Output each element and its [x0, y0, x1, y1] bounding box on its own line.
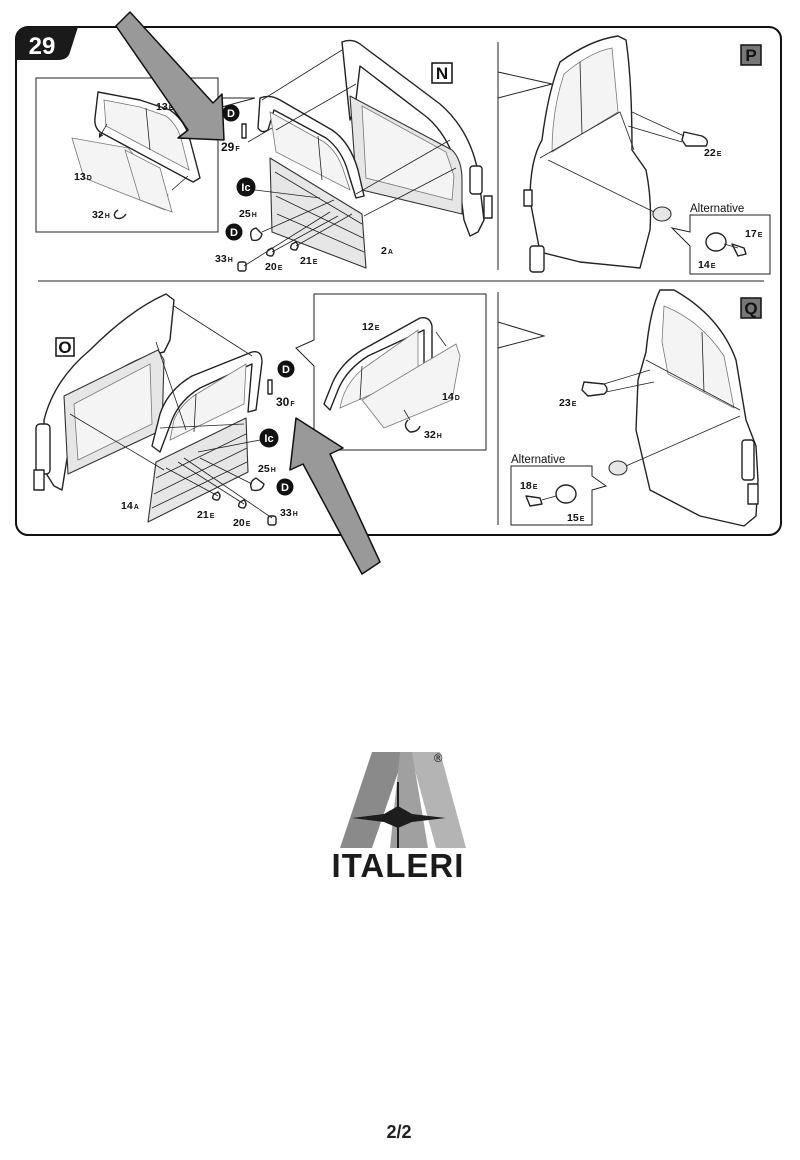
door-body-o [33, 293, 175, 491]
svg-text:D: D [227, 108, 235, 120]
mirror-15e [555, 484, 577, 504]
part-label-20e-n: 20E [265, 261, 283, 273]
part-label-13d: 13D [74, 171, 92, 183]
badge-d-bottom-n: D [225, 223, 243, 241]
step-number-tab [16, 27, 78, 60]
part-label-21e-o: 21E [197, 509, 215, 521]
svg-text:D: D [281, 482, 289, 494]
window-frame-o [151, 351, 263, 453]
subassembly-o: O D [33, 293, 487, 575]
badge-d-top-n: D [222, 104, 240, 122]
svg-text:Ic: Ic [264, 433, 273, 445]
part-label-13e: 13E [156, 101, 174, 113]
part-label-14d: 14D [442, 391, 460, 403]
part-label-32h-o: 32H [424, 429, 442, 441]
logo-left-stroke [340, 752, 405, 848]
letter-q: Q [744, 299, 757, 318]
part-label-30f: 30F [276, 395, 295, 409]
svg-text:D: D [230, 227, 238, 239]
part-label-32h: 32H [92, 209, 110, 221]
window-frame-n [257, 95, 365, 199]
part-21e [289, 241, 299, 251]
badge-ic-o: Ic [259, 428, 279, 448]
badge-ic-n: Ic [236, 177, 256, 197]
mirror-p [652, 206, 672, 222]
italeri-logo: ® ITALERI [332, 752, 466, 884]
part-label-20e-o: 20E [233, 517, 251, 529]
handle-25h-o [249, 477, 265, 492]
svg-text:D: D [282, 364, 290, 376]
big-arrow-n [115, 11, 225, 141]
logo-right-stroke [410, 752, 466, 848]
alternative-label-q: Alternative [511, 454, 565, 466]
part-label-14a: 14A [121, 500, 139, 512]
mirror-q [608, 460, 628, 476]
big-arrow-o [289, 417, 381, 575]
logo-wordmark: ITALERI [332, 847, 465, 884]
clip-32h [113, 209, 127, 220]
letter-box-n [431, 62, 453, 84]
part-label-23e: 23E [559, 397, 577, 409]
window-frame-12e [323, 316, 433, 411]
callout-pointer-q [497, 321, 546, 349]
mirror-14e [705, 232, 727, 252]
subassembly-p: P 22E Alternative 17E 14E [497, 35, 771, 275]
part-label-22e: 22E [704, 147, 722, 159]
glass-14d [361, 343, 461, 429]
page-number: 2/2 [386, 1122, 411, 1142]
letter-p: P [745, 46, 756, 65]
handle-23e [581, 381, 608, 397]
assembly-lines-o [69, 305, 253, 471]
handle-25h [249, 227, 263, 242]
letter-n: N [436, 64, 448, 83]
step-number: 29 [29, 33, 56, 60]
door-card-2a [269, 157, 367, 269]
part-label-2a: 2A [381, 245, 393, 257]
letter-box-o [55, 337, 75, 357]
part-label-33h-n: 33H [215, 253, 233, 265]
badge-d-top-o: D [277, 360, 295, 378]
part-label-18e: 18E [520, 480, 538, 492]
letter-o: O [58, 338, 71, 357]
part-label-25h-o: 25H [258, 463, 276, 475]
svg-text:Ic: Ic [241, 182, 250, 194]
clip-32h-o [404, 419, 421, 433]
part-label-33h-o: 33H [280, 507, 298, 519]
glass-13d-vent [124, 149, 173, 213]
knob-33h-o [267, 515, 277, 526]
registered-mark: ® [434, 753, 443, 765]
badge-d-bottom-o: D [276, 478, 294, 496]
door-body-p [523, 35, 652, 273]
alternative-label-p: Alternative [690, 203, 744, 215]
part-label-29f: 29F [221, 140, 240, 154]
subassembly-q: Q 23E Alternative 18E 15E [497, 289, 762, 527]
part-label-25h-n: 25H [239, 208, 257, 220]
part-label-17e: 17E [745, 228, 763, 240]
letter-box-p [740, 44, 762, 66]
letter-box-q [740, 297, 762, 319]
part-label-15e: 15E [567, 512, 585, 524]
part-20e [265, 247, 275, 257]
handle-22e [681, 131, 709, 147]
part-label-12e: 12E [362, 321, 380, 333]
pin-30f [267, 379, 273, 395]
window-frame-13e [94, 91, 201, 183]
part-label-21e-n: 21E [300, 255, 318, 267]
door-body-n [341, 39, 493, 237]
knob-33h [237, 261, 247, 272]
logo-hub [392, 812, 404, 824]
part-label-14e: 14E [698, 259, 716, 271]
subassembly-n: N 13E 13D 32H [35, 11, 493, 273]
assembly-lines-n [247, 49, 457, 217]
pin-29f [241, 123, 247, 139]
stalk-18e [525, 495, 543, 507]
door-body-q [635, 289, 759, 527]
